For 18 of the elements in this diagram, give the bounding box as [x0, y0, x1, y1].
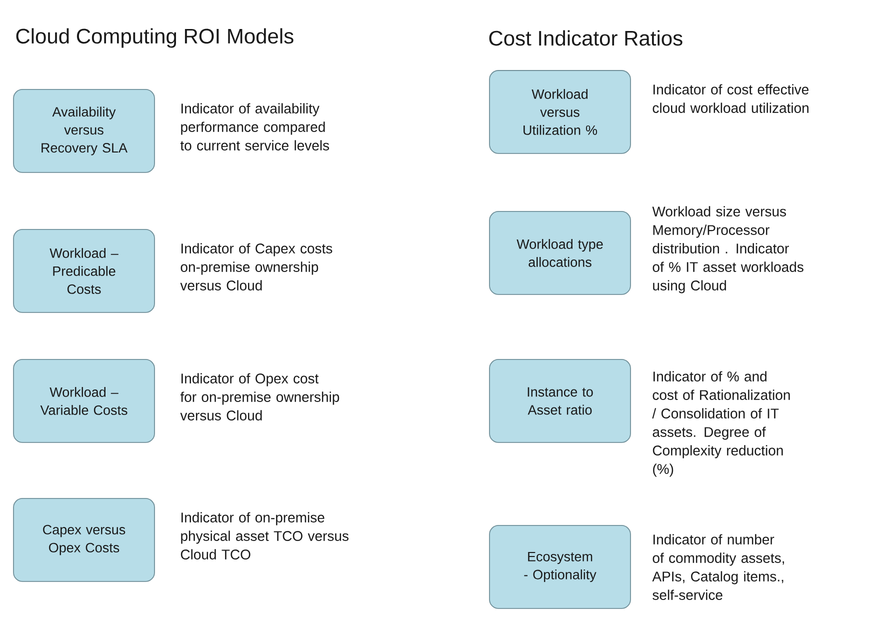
- process-box: Workload type allocations: [489, 211, 631, 295]
- process-box: Workload – Predicable Costs: [13, 229, 155, 313]
- process-box: Workload versus Utilization %: [489, 70, 631, 154]
- description-text: Indicator of on-premise physical asset TCO versus Cloud TCO: [180, 512, 348, 560]
- description-text: Workload size versus Memory/Processor distribution . Indicator of % IT asset workloads using Cloud: [652, 206, 804, 294]
- process-box: Capex versus Opex Costs: [13, 498, 155, 582]
- description-text: Indicator of cost effective cloud workload utilization: [652, 84, 809, 113]
- process-box: Ecosystem - Optionality: [489, 525, 631, 609]
- description-text: Indicator of Capex costs on-premise ownership versus Cloud: [180, 243, 332, 290]
- process-box: Instance to Asset ratio: [489, 359, 631, 443]
- column-heading: Cost Indicator Ratios: [489, 30, 682, 46]
- process-box: Workload – Variable Costs: [13, 359, 155, 443]
- description-text: Indicator of availability performance compared to current service levels: [180, 103, 330, 150]
- description-text: Indicator of number of commodity assets, APIs, Catalog items., self-service: [652, 534, 784, 600]
- description-text: Indicator of Opex cost for on-premise ownership versus Cloud: [180, 373, 340, 420]
- description-text: Indicator of % and cost of Rationalization / Consolidation of IT assets. Degree of Complexity reduction (%): [652, 371, 790, 477]
- process-box: Availability versus Recovery SLA: [13, 89, 155, 173]
- column-heading: Cloud Computing ROI Models: [16, 28, 294, 48]
